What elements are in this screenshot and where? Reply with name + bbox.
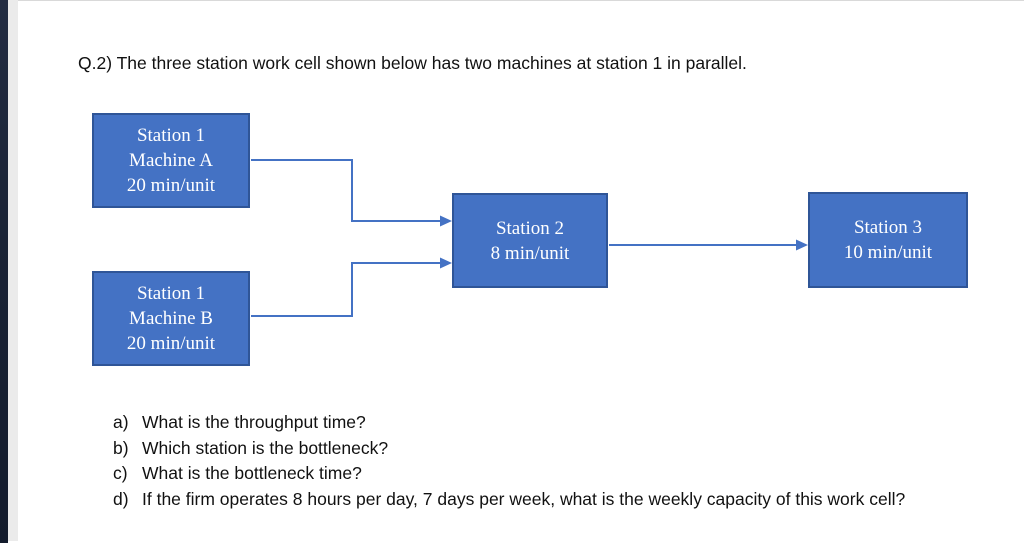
question-label: a)	[113, 412, 129, 432]
question-text: If the firm operates 8 hours per day, 7 …	[142, 488, 906, 509]
box-line: Machine B	[129, 308, 213, 329]
connector-machine-b-to-station2	[251, 257, 452, 317]
box-line: Station 1	[136, 283, 206, 304]
station2-box: Station 2 8 min/unit	[452, 193, 608, 288]
question-text: Which station is the bottleneck?	[142, 437, 389, 458]
box-line: 10 min/unit	[843, 242, 933, 263]
connector-station2-to-station3	[609, 239, 808, 251]
box-line: Station 2	[495, 217, 565, 239]
page-margin-strip	[8, 0, 18, 541]
box-line: Station 3	[853, 217, 923, 238]
box-line: 8 min/unit	[490, 242, 570, 264]
question-text: What is the bottleneck time?	[142, 463, 362, 484]
question-label: c)	[113, 463, 128, 484]
box-line: 20 min/unit	[126, 175, 216, 196]
question-item-d: d) If the firm operates 8 hours per day, …	[113, 487, 905, 513]
question-item-b: b) Which station is the bottleneck?	[113, 436, 905, 462]
station1-machine-b-box: Station 1 Machine B 20 min/unit	[92, 271, 250, 366]
question-label: d)	[113, 488, 129, 509]
box-line: Station 1	[136, 125, 206, 146]
question-title: Q.2) The three station work cell shown b…	[78, 53, 747, 73]
question-item-c: c) What is the bottleneck time?	[113, 461, 905, 487]
window-top-edge	[0, 0, 1024, 1]
question-text: What is the throughput time?	[142, 412, 366, 432]
question-item-a: a) What is the throughput time?	[113, 410, 905, 436]
box-line: Machine A	[129, 150, 213, 171]
window-side-strip	[0, 0, 8, 543]
question-list: a) What is the throughput time? b) Which s…	[113, 410, 905, 512]
connector-machine-a-to-station2	[251, 159, 452, 227]
question-label: b)	[113, 437, 129, 458]
station1-machine-a-box: Station 1 Machine A 20 min/unit	[92, 113, 250, 208]
station3-box: Station 3 10 min/unit	[808, 192, 968, 288]
box-line: 20 min/unit	[126, 333, 216, 354]
